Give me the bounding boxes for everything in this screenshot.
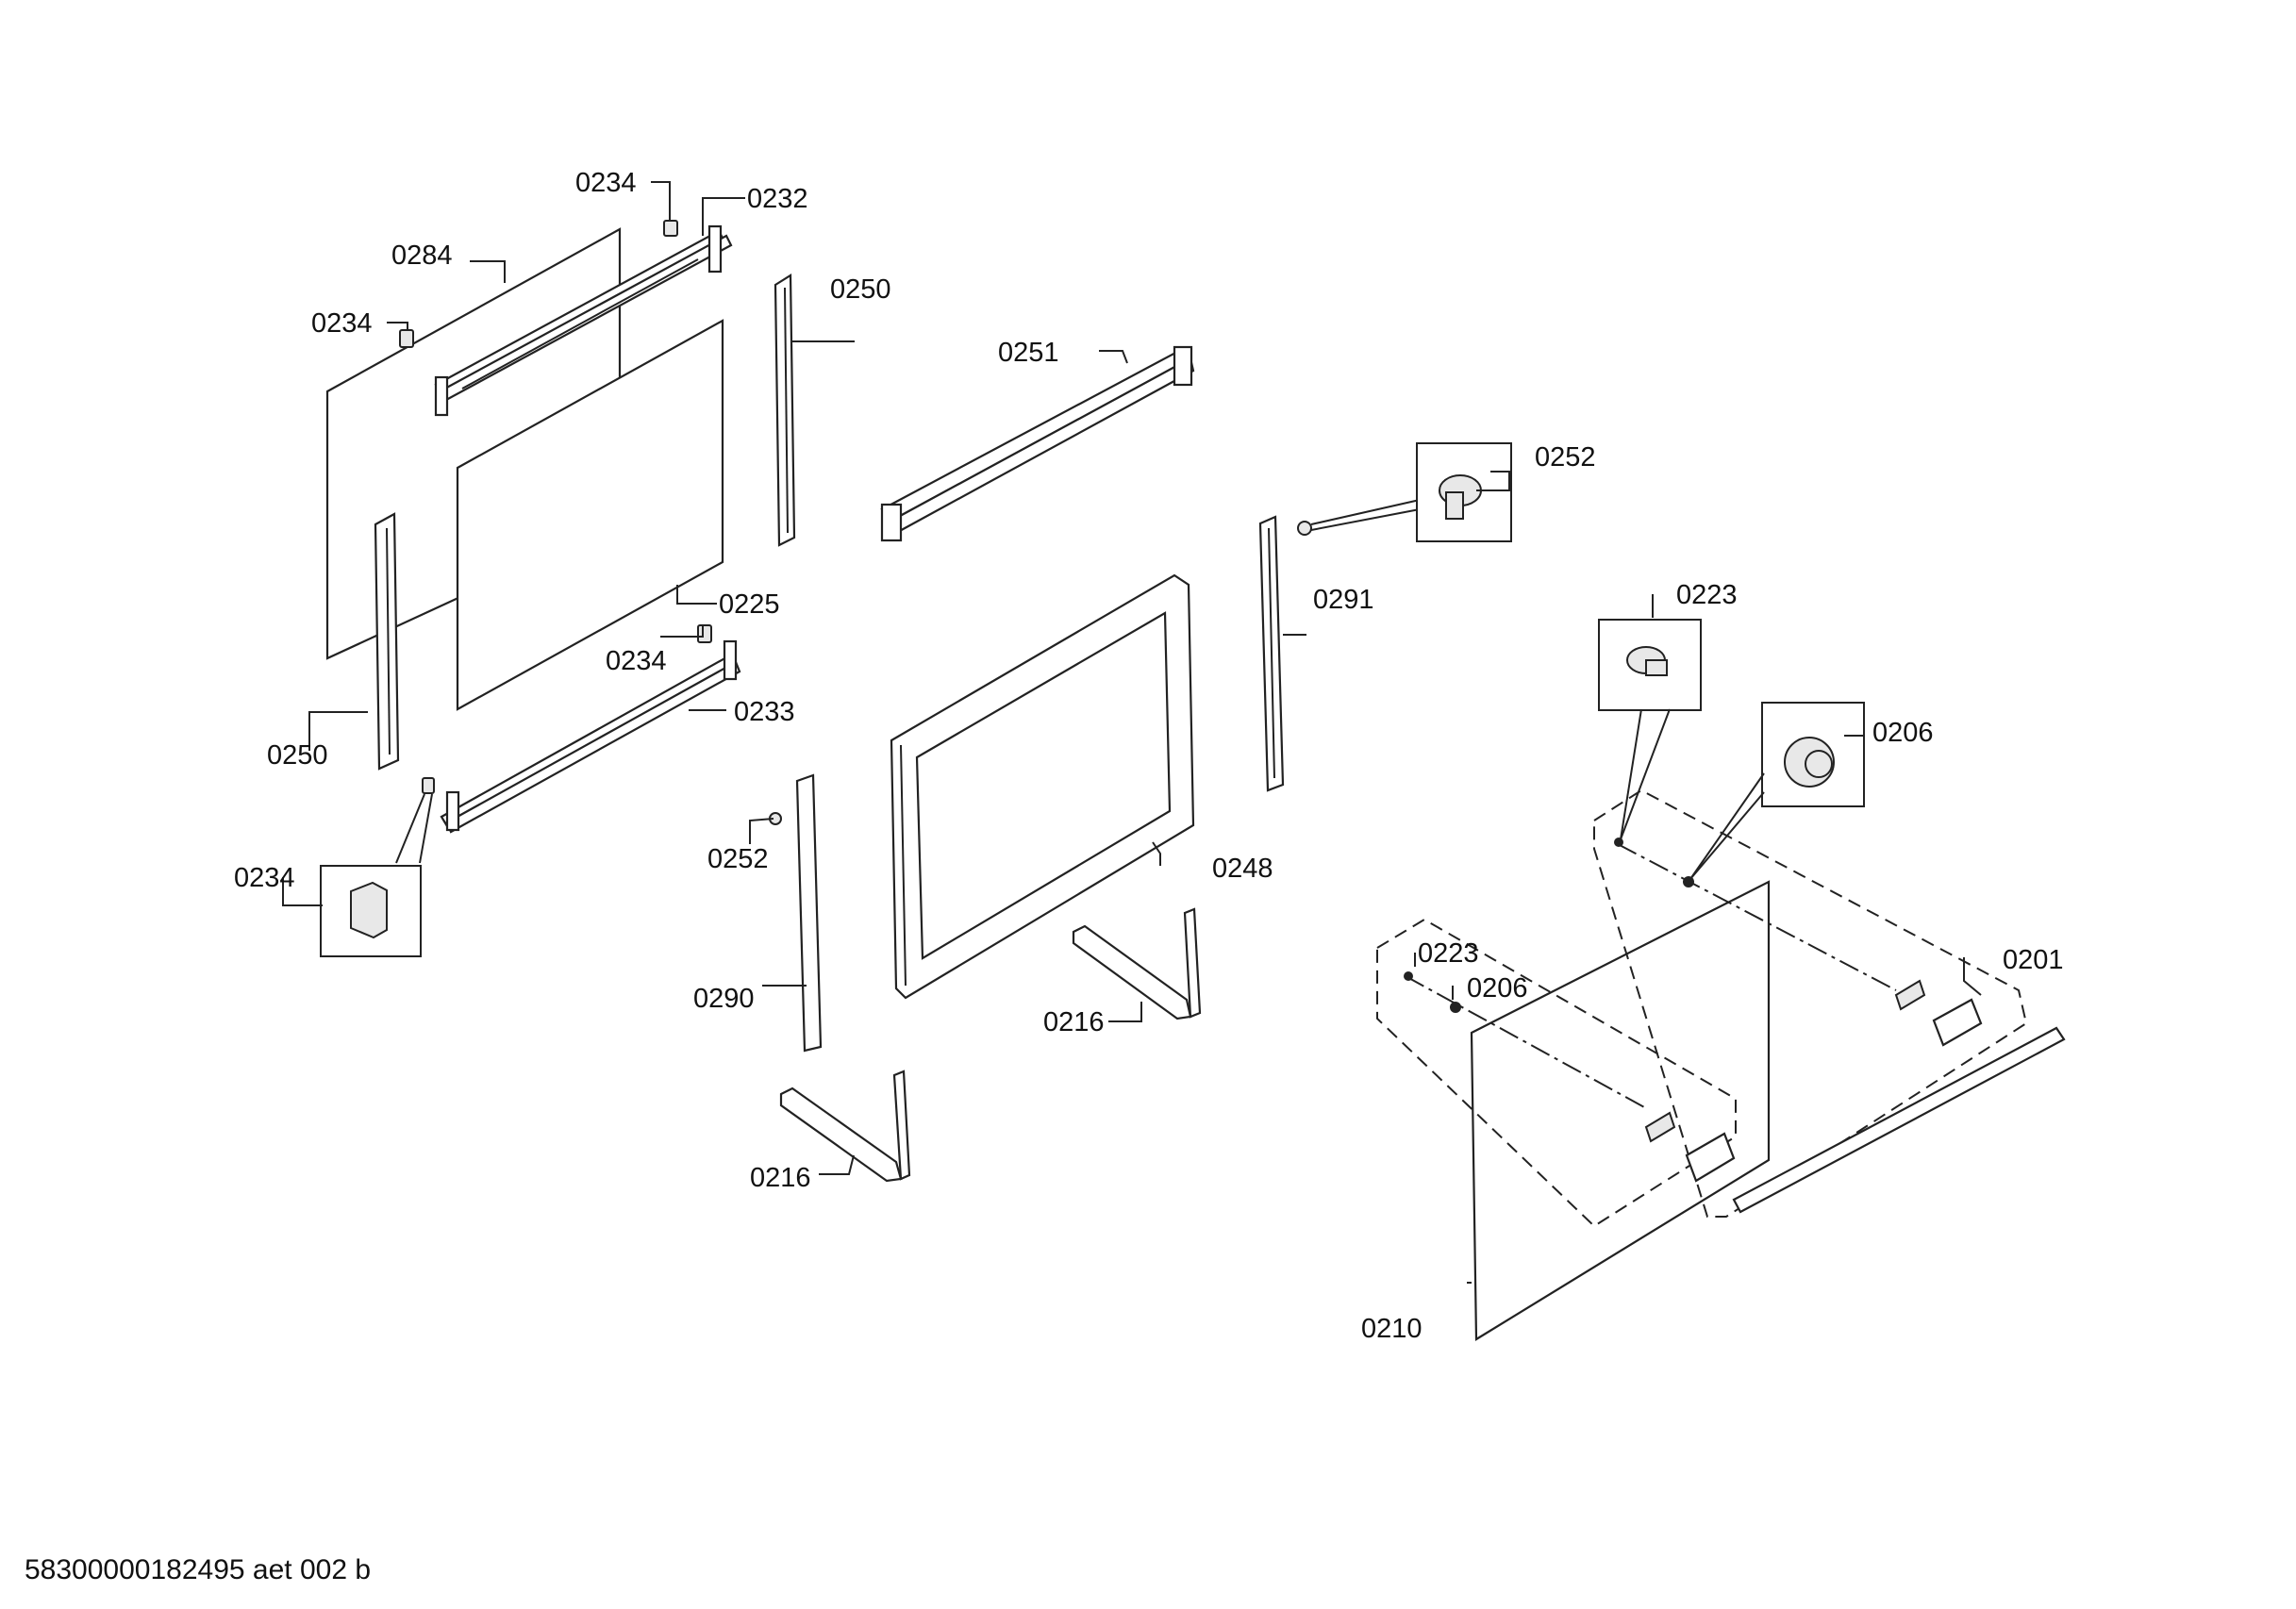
- label-0233: 0233: [734, 697, 795, 727]
- label-0216: 0216: [750, 1163, 811, 1193]
- part-0216-hinge-left: [779, 1070, 911, 1183]
- label-0223: 0223: [1418, 938, 1479, 969]
- part-0234-clip-top: [663, 220, 678, 237]
- label-0250: 0250: [267, 740, 328, 771]
- part-0251-top-bar: [880, 345, 1195, 542]
- label-0216: 0216: [1043, 1007, 1105, 1037]
- part-0248-frame: [890, 573, 1195, 1000]
- label-0252: 0252: [1535, 442, 1596, 473]
- label-0234: 0234: [311, 308, 373, 339]
- part-0234-clip-bottom: [395, 777, 435, 864]
- label-0225: 0225: [719, 589, 780, 620]
- label-0210: 0210: [1361, 1314, 1423, 1344]
- label-0201: 0201: [2003, 945, 2064, 975]
- knob-markers: [1404, 708, 1765, 1013]
- detail-box-0252: [1416, 442, 1512, 542]
- leader-lines: [282, 181, 1982, 1284]
- label-0223: 0223: [1676, 580, 1738, 610]
- part-0201-panel-outline: [1593, 788, 2028, 1218]
- switch-parts: [1644, 979, 1983, 1183]
- label-0248: 0248: [1212, 854, 1273, 884]
- label-0206: 0206: [1467, 973, 1528, 1004]
- callout-labels: 0234 0232 0284 0234 0250 0251 0225 0234 …: [234, 168, 2064, 1344]
- label-0290: 0290: [693, 984, 755, 1014]
- label-0291: 0291: [1313, 585, 1374, 615]
- part-0216-hinge-right: [1072, 907, 1202, 1020]
- part-0233-bottom-rail: [440, 639, 741, 834]
- detail-box-0206: [1761, 702, 1865, 807]
- label-0250: 0250: [830, 274, 891, 305]
- label-0234: 0234: [234, 863, 295, 893]
- part-0234-clip-center: [697, 624, 712, 643]
- label-0234: 0234: [575, 168, 637, 198]
- label-0232: 0232: [747, 184, 808, 214]
- label-0206: 0206: [1872, 718, 1934, 748]
- label-0251: 0251: [998, 338, 1059, 368]
- part-0225-inner-glass: [456, 319, 724, 711]
- part-0250-right-strip: [774, 274, 796, 547]
- part-0252-screw-top: [1297, 499, 1421, 536]
- assembly-axes: [1405, 843, 1897, 1109]
- part-handle-strip: [1732, 1026, 2066, 1214]
- detail-box-0223: [1598, 619, 1702, 711]
- panel-lower-outline: [1376, 918, 1737, 1228]
- part-0232-top-rail: [434, 224, 733, 417]
- part-0250-left-strip: [374, 512, 400, 771]
- document-id: 58300000182495 aet 002 b: [25, 1554, 371, 1585]
- part-0234-clip-left: [399, 329, 414, 348]
- part-0290-strip: [795, 773, 823, 1053]
- part-0210-glass: [1470, 880, 1771, 1341]
- detail-box-0234: [320, 865, 422, 957]
- label-0234: 0234: [606, 646, 667, 676]
- part-0291-right-strip: [1258, 515, 1285, 792]
- label-0284: 0284: [391, 241, 453, 271]
- label-0252: 0252: [707, 844, 769, 874]
